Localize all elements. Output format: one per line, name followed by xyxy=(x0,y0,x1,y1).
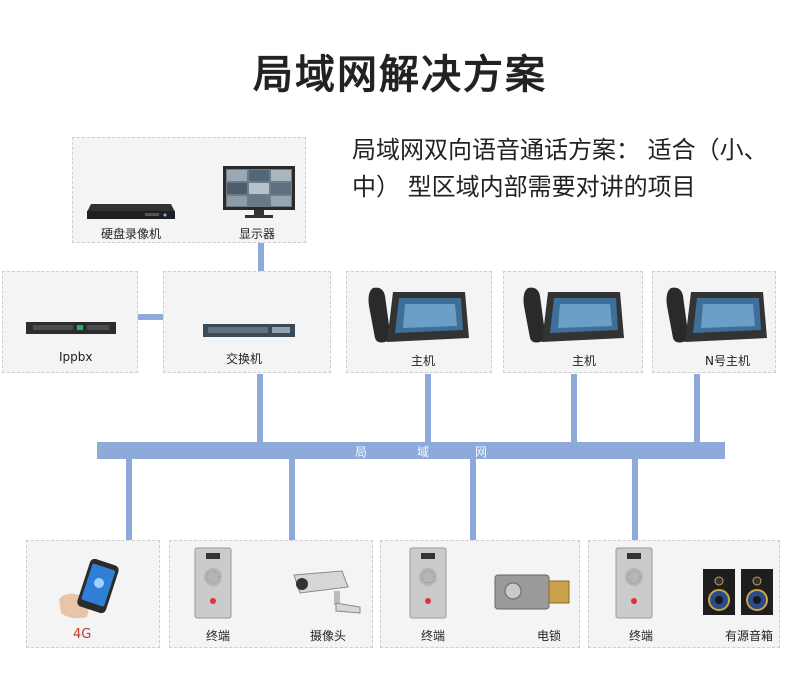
terminal3-label: 终端 xyxy=(629,629,654,643)
host1-label: 主机 xyxy=(411,354,436,368)
link-bus-phone xyxy=(126,458,132,540)
host3-label: N号主机 xyxy=(705,354,750,368)
monitor-label: 显示器 xyxy=(239,227,276,241)
terminal-speaker-box: 终端 有源音箱 xyxy=(588,540,780,648)
switch-box: 交换机 xyxy=(163,271,331,373)
electric-lock-icon xyxy=(494,574,570,610)
host1-box: 主机 xyxy=(346,271,492,373)
bus-label-2: 域 xyxy=(417,445,430,459)
host2-box: 主机 xyxy=(503,271,643,373)
intercom-terminal-icon xyxy=(194,547,232,619)
dvr-icon xyxy=(87,204,175,219)
camera-icon xyxy=(293,570,361,614)
terminal1-label: 终端 xyxy=(206,629,231,643)
host2-label: 主机 xyxy=(572,354,597,368)
terminal2-label: 终端 xyxy=(421,629,446,643)
ip-phone-icon xyxy=(666,287,767,343)
dvr-label: 硬盘录像机 xyxy=(101,227,162,241)
camera-label: 摄像头 xyxy=(310,629,347,643)
page-title: 局域网解决方案 xyxy=(253,52,547,98)
terminal-camera-box: 终端 摄像头 xyxy=(169,540,373,648)
mobile-label: 4G xyxy=(73,627,92,642)
mobile-box: 4G xyxy=(26,540,160,648)
lan-bus: 局 域 网 xyxy=(97,442,725,459)
link-host3-bus xyxy=(694,374,700,444)
smartphone-hand-icon xyxy=(59,558,119,619)
terminal-lock-box: 终端 电锁 xyxy=(380,540,580,648)
ippbx-box: Ippbx xyxy=(2,271,138,373)
link-bus-terminal1 xyxy=(289,458,295,540)
bus-label-1: 局 xyxy=(355,445,368,459)
intercom-terminal-icon xyxy=(409,547,447,619)
ip-phone-icon xyxy=(523,287,624,343)
link-host2-bus xyxy=(571,374,577,444)
description-text: 局域网双向语音通话方案： 适合（小、 中） 型区域内部需要对讲的项目 xyxy=(352,136,768,201)
ippbx-icon xyxy=(26,322,116,334)
host3-box: N号主机 xyxy=(652,271,776,373)
storage-display-box: 硬盘录像机 显示器 xyxy=(72,137,306,243)
switch-label: 交换机 xyxy=(226,352,263,366)
link-bus-terminal2 xyxy=(470,458,476,540)
switch-icon xyxy=(203,324,295,337)
speaker-icon xyxy=(703,569,773,615)
link-monitor-switch xyxy=(258,243,264,271)
ippbx-label: Ippbx xyxy=(59,350,93,364)
link-ippbx-switch xyxy=(138,314,164,320)
monitor-icon xyxy=(223,166,295,218)
intercom-terminal-icon xyxy=(615,547,653,619)
ip-phone-icon xyxy=(368,287,469,343)
link-bus-terminal3 xyxy=(632,458,638,540)
lock-label: 电锁 xyxy=(537,629,562,643)
bus-label-3: 网 xyxy=(475,445,488,459)
link-switch-bus xyxy=(257,374,263,444)
link-host1-bus xyxy=(425,374,431,444)
speaker-label: 有源音箱 xyxy=(725,629,774,643)
